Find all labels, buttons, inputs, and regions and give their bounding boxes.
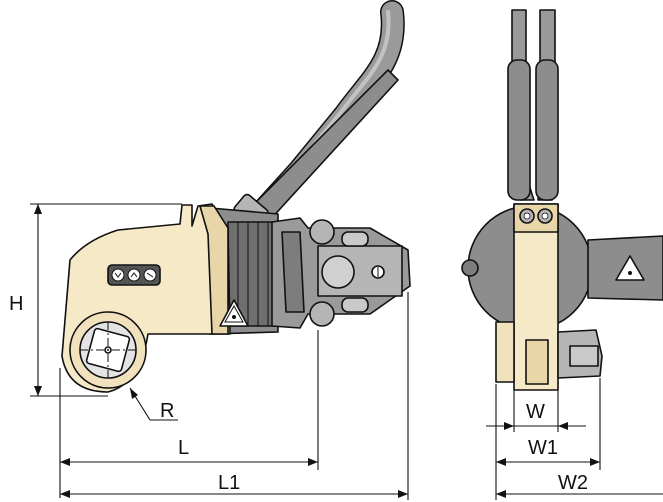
front-body — [495, 203, 603, 391]
label-w: W — [526, 401, 545, 423]
wrench-body — [61, 203, 231, 393]
warning-triangle-icon — [615, 255, 645, 281]
label-w2: W2 — [558, 472, 588, 494]
dimension-w1: W1 — [495, 378, 601, 500]
dimension-w: W — [486, 390, 586, 432]
front-hoses — [507, 9, 559, 201]
warning-triangle-icon — [219, 299, 249, 327]
front-view: W W1 W2 — [461, 9, 663, 500]
side-view: H R L L1 — [9, 0, 411, 500]
dimension-l: L — [59, 330, 319, 498]
label-r: R — [160, 400, 174, 422]
dimension-l1: L1 — [60, 292, 409, 500]
label-h: H — [9, 293, 23, 315]
front-disc — [461, 205, 663, 331]
three-circle-symbols-icon — [107, 264, 161, 286]
dimension-r: R — [129, 387, 178, 422]
label-l1: L1 — [218, 472, 240, 494]
label-l: L — [178, 437, 189, 459]
label-w1: W1 — [528, 437, 558, 459]
swivel-head — [271, 217, 411, 329]
dimension-h: H — [9, 203, 182, 397]
dimension-w2: W2 — [496, 472, 663, 498]
hose — [233, 0, 405, 229]
